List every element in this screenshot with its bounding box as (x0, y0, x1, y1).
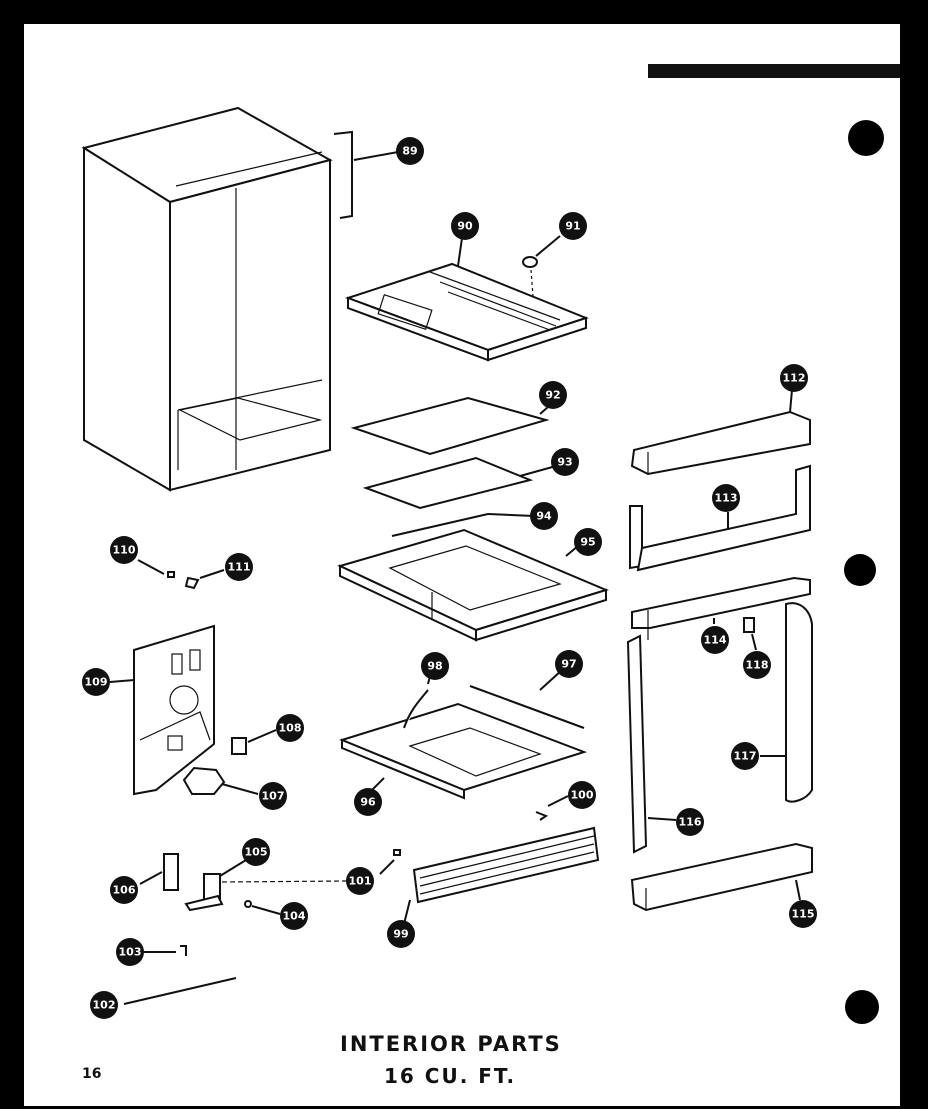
seal-ring (182, 766, 226, 795)
callout-117: 117 (731, 742, 759, 770)
svg-text:105: 105 (245, 846, 268, 859)
callout-107: 107 (259, 782, 287, 810)
svg-text:90: 90 (457, 220, 473, 233)
callout-118: 118 (743, 651, 771, 679)
svg-text:111: 111 (228, 561, 251, 574)
gasket-strip (391, 513, 489, 537)
svg-text:107: 107 (262, 790, 285, 803)
panel-part (362, 456, 534, 510)
hinge-base (184, 894, 224, 912)
svg-text:108: 108 (279, 722, 302, 735)
svg-text:93: 93 (557, 456, 572, 469)
diagram-title: INTERIOR PARTS (340, 1032, 562, 1056)
svg-text:92: 92 (545, 389, 560, 402)
hinge-pin (123, 977, 237, 1005)
thermostat-switch (231, 737, 247, 755)
svg-text:95: 95 (580, 536, 595, 549)
callout-104: 104 (280, 902, 308, 930)
washer-part (244, 900, 252, 908)
bracket-small (184, 576, 200, 590)
svg-text:115: 115 (792, 908, 815, 921)
clip-part (535, 811, 549, 821)
plug-part (522, 256, 538, 268)
svg-text:100: 100 (571, 789, 594, 802)
svg-text:91: 91 (565, 220, 580, 233)
screw-small (167, 571, 175, 578)
cabinet-liner (81, 106, 333, 492)
svg-text:94: 94 (536, 510, 552, 523)
callout-114: 114 (701, 626, 729, 654)
callout-99: 99 (387, 920, 415, 948)
diagram-subtitle: 16 CU. FT. (384, 1064, 517, 1088)
callout-113: 113 (712, 484, 740, 512)
svg-text:97: 97 (561, 658, 576, 671)
svg-text:114: 114 (704, 634, 727, 647)
control-housing (133, 624, 215, 796)
svg-text:112: 112 (783, 372, 806, 385)
callout-115: 115 (789, 900, 817, 928)
callout-91: 91 (559, 212, 587, 240)
callout-116: 116 (676, 808, 704, 836)
punch-hole-top (848, 120, 884, 156)
scan-band (648, 64, 900, 78)
svg-text:99: 99 (393, 928, 408, 941)
page-number: 16 (82, 1066, 102, 1082)
door-shelf-bottom (630, 842, 813, 912)
retainer-clip (180, 945, 187, 956)
callout-96: 96 (354, 788, 382, 816)
door-shelf-rear (629, 464, 811, 572)
insulation-pad (350, 396, 550, 456)
callout-93: 93 (551, 448, 579, 476)
svg-text:118: 118 (746, 659, 769, 672)
screw-part (393, 849, 401, 856)
svg-text:98: 98 (427, 660, 442, 673)
shelf-retainer (743, 617, 755, 633)
svg-text:117: 117 (734, 750, 757, 763)
callout-100: 100 (568, 781, 596, 809)
svg-text:104: 104 (283, 910, 306, 923)
drip-tray-frame (337, 528, 609, 642)
svg-text:102: 102 (93, 999, 116, 1012)
callout-98: 98 (421, 652, 449, 680)
callout-94: 94 (530, 502, 558, 530)
callout-109: 109 (82, 668, 110, 696)
callout-110: 110 (110, 536, 138, 564)
callout-108: 108 (276, 714, 304, 742)
punch-hole-middle (844, 554, 876, 586)
svg-text:116: 116 (679, 816, 702, 829)
callout-105: 105 (242, 838, 270, 866)
svg-text:106: 106 (113, 884, 136, 897)
svg-text:103: 103 (119, 946, 142, 959)
callout-95: 95 (574, 528, 602, 556)
svg-text:109: 109 (85, 676, 108, 689)
svg-text:101: 101 (349, 875, 372, 888)
callout-111: 111 (225, 553, 253, 581)
callout-103: 103 (116, 938, 144, 966)
door-shelf-front (631, 576, 811, 640)
callout-112: 112 (780, 364, 808, 392)
svg-text:89: 89 (402, 145, 417, 158)
evaporator-cover (344, 262, 589, 362)
drain-hose (403, 689, 429, 729)
callout-92: 92 (539, 381, 567, 409)
callout-90: 90 (451, 212, 479, 240)
grille (412, 826, 600, 904)
callout-101: 101 (346, 867, 374, 895)
callout-106: 106 (110, 876, 138, 904)
door-rail-left (626, 634, 648, 854)
svg-text:113: 113 (715, 492, 738, 505)
callout-89: 89 (396, 137, 424, 165)
punch-hole-bottom (845, 990, 879, 1024)
svg-text:110: 110 (113, 544, 136, 557)
door-rail-right (785, 602, 813, 803)
callout-97: 97 (555, 650, 583, 678)
hinge-bracket-left (163, 853, 179, 891)
svg-text:96: 96 (360, 796, 376, 809)
callout-102: 102 (90, 991, 118, 1019)
support-rod (469, 685, 585, 729)
drip-tray (339, 702, 588, 800)
